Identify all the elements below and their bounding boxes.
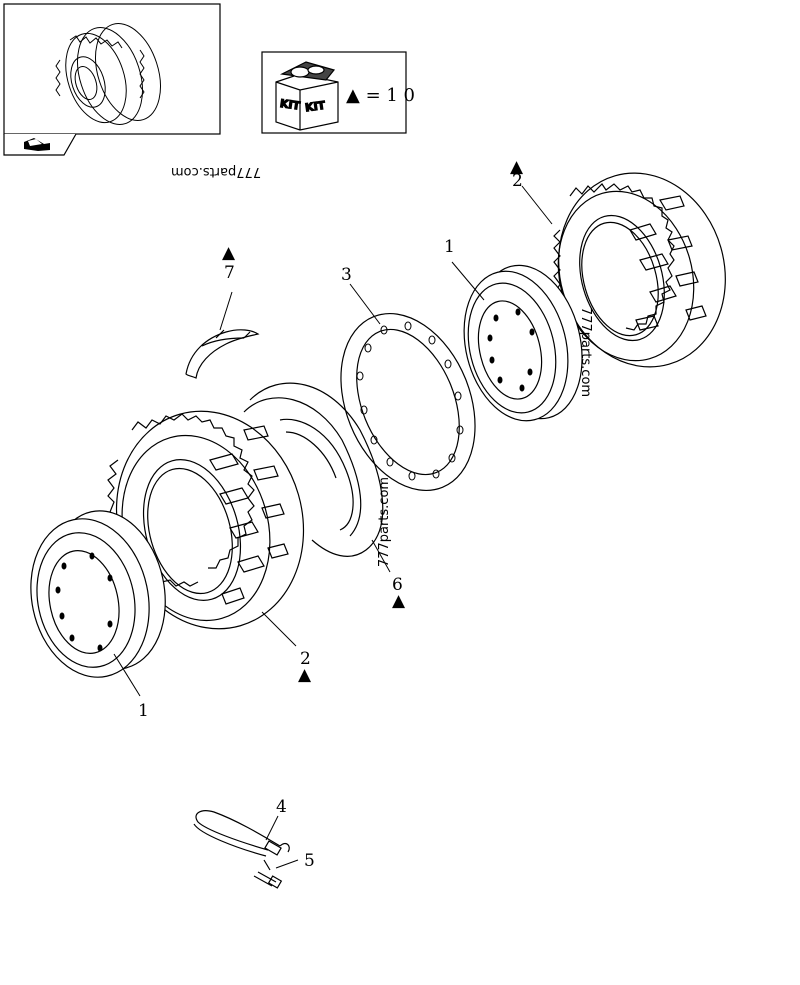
left-rim-bolt-holes xyxy=(55,552,113,652)
callout-left-rim: 1 xyxy=(138,701,149,721)
watermark: 777parts.com xyxy=(171,164,261,179)
callout-valve: 5 xyxy=(304,851,315,871)
callouts: ▲ 2 1 3 ▲ 7 6 ▲ 2 ▲ 1 4 5 xyxy=(138,157,524,871)
callout-tube: 7 xyxy=(224,263,235,283)
inner-tube[interactable] xyxy=(185,329,260,379)
triangle-marker: ▲ xyxy=(510,157,524,177)
kit-label-right: KIT xyxy=(304,99,326,115)
kit-legend-text: ▲ = 1 0 xyxy=(346,85,415,106)
callout-right-tire: 2 xyxy=(512,171,523,191)
spacer-ring-bolt-holes xyxy=(356,321,464,481)
flap[interactable] xyxy=(243,382,384,557)
callout-spacer-ring: 3 xyxy=(341,265,352,285)
leader-lines xyxy=(113,185,553,869)
watermark: 777parts.com xyxy=(377,477,392,567)
kit-box-icon: KIT KIT xyxy=(275,61,339,131)
thumbnail-panel[interactable] xyxy=(3,3,221,156)
kit-legend-box: KIT KIT ▲ = 1 0 xyxy=(261,51,415,134)
callout-flap: 6 xyxy=(392,575,403,595)
right-tire[interactable] xyxy=(536,153,748,387)
right-rim[interactable] xyxy=(449,254,597,432)
left-rim[interactable] xyxy=(17,500,180,688)
spacer-ring[interactable] xyxy=(316,293,500,510)
triangle-marker: ▲ xyxy=(222,243,236,263)
kit-label-left: KIT xyxy=(279,97,301,113)
callout-cable: 4 xyxy=(276,797,287,817)
callout-left-tire: 2 xyxy=(300,649,311,669)
valve-part[interactable] xyxy=(253,859,283,889)
thumbnail-tire-icon xyxy=(55,23,161,125)
triangle-marker: ▲ xyxy=(392,591,406,611)
watermark: 777parts.com xyxy=(578,307,593,397)
book-icon xyxy=(24,138,50,151)
callout-right-rim: 1 xyxy=(444,237,455,257)
left-tire[interactable] xyxy=(91,389,329,651)
cable-assembly[interactable] xyxy=(193,810,290,857)
triangle-marker: ▲ xyxy=(298,665,312,685)
right-rim-bolt-holes xyxy=(487,308,535,392)
